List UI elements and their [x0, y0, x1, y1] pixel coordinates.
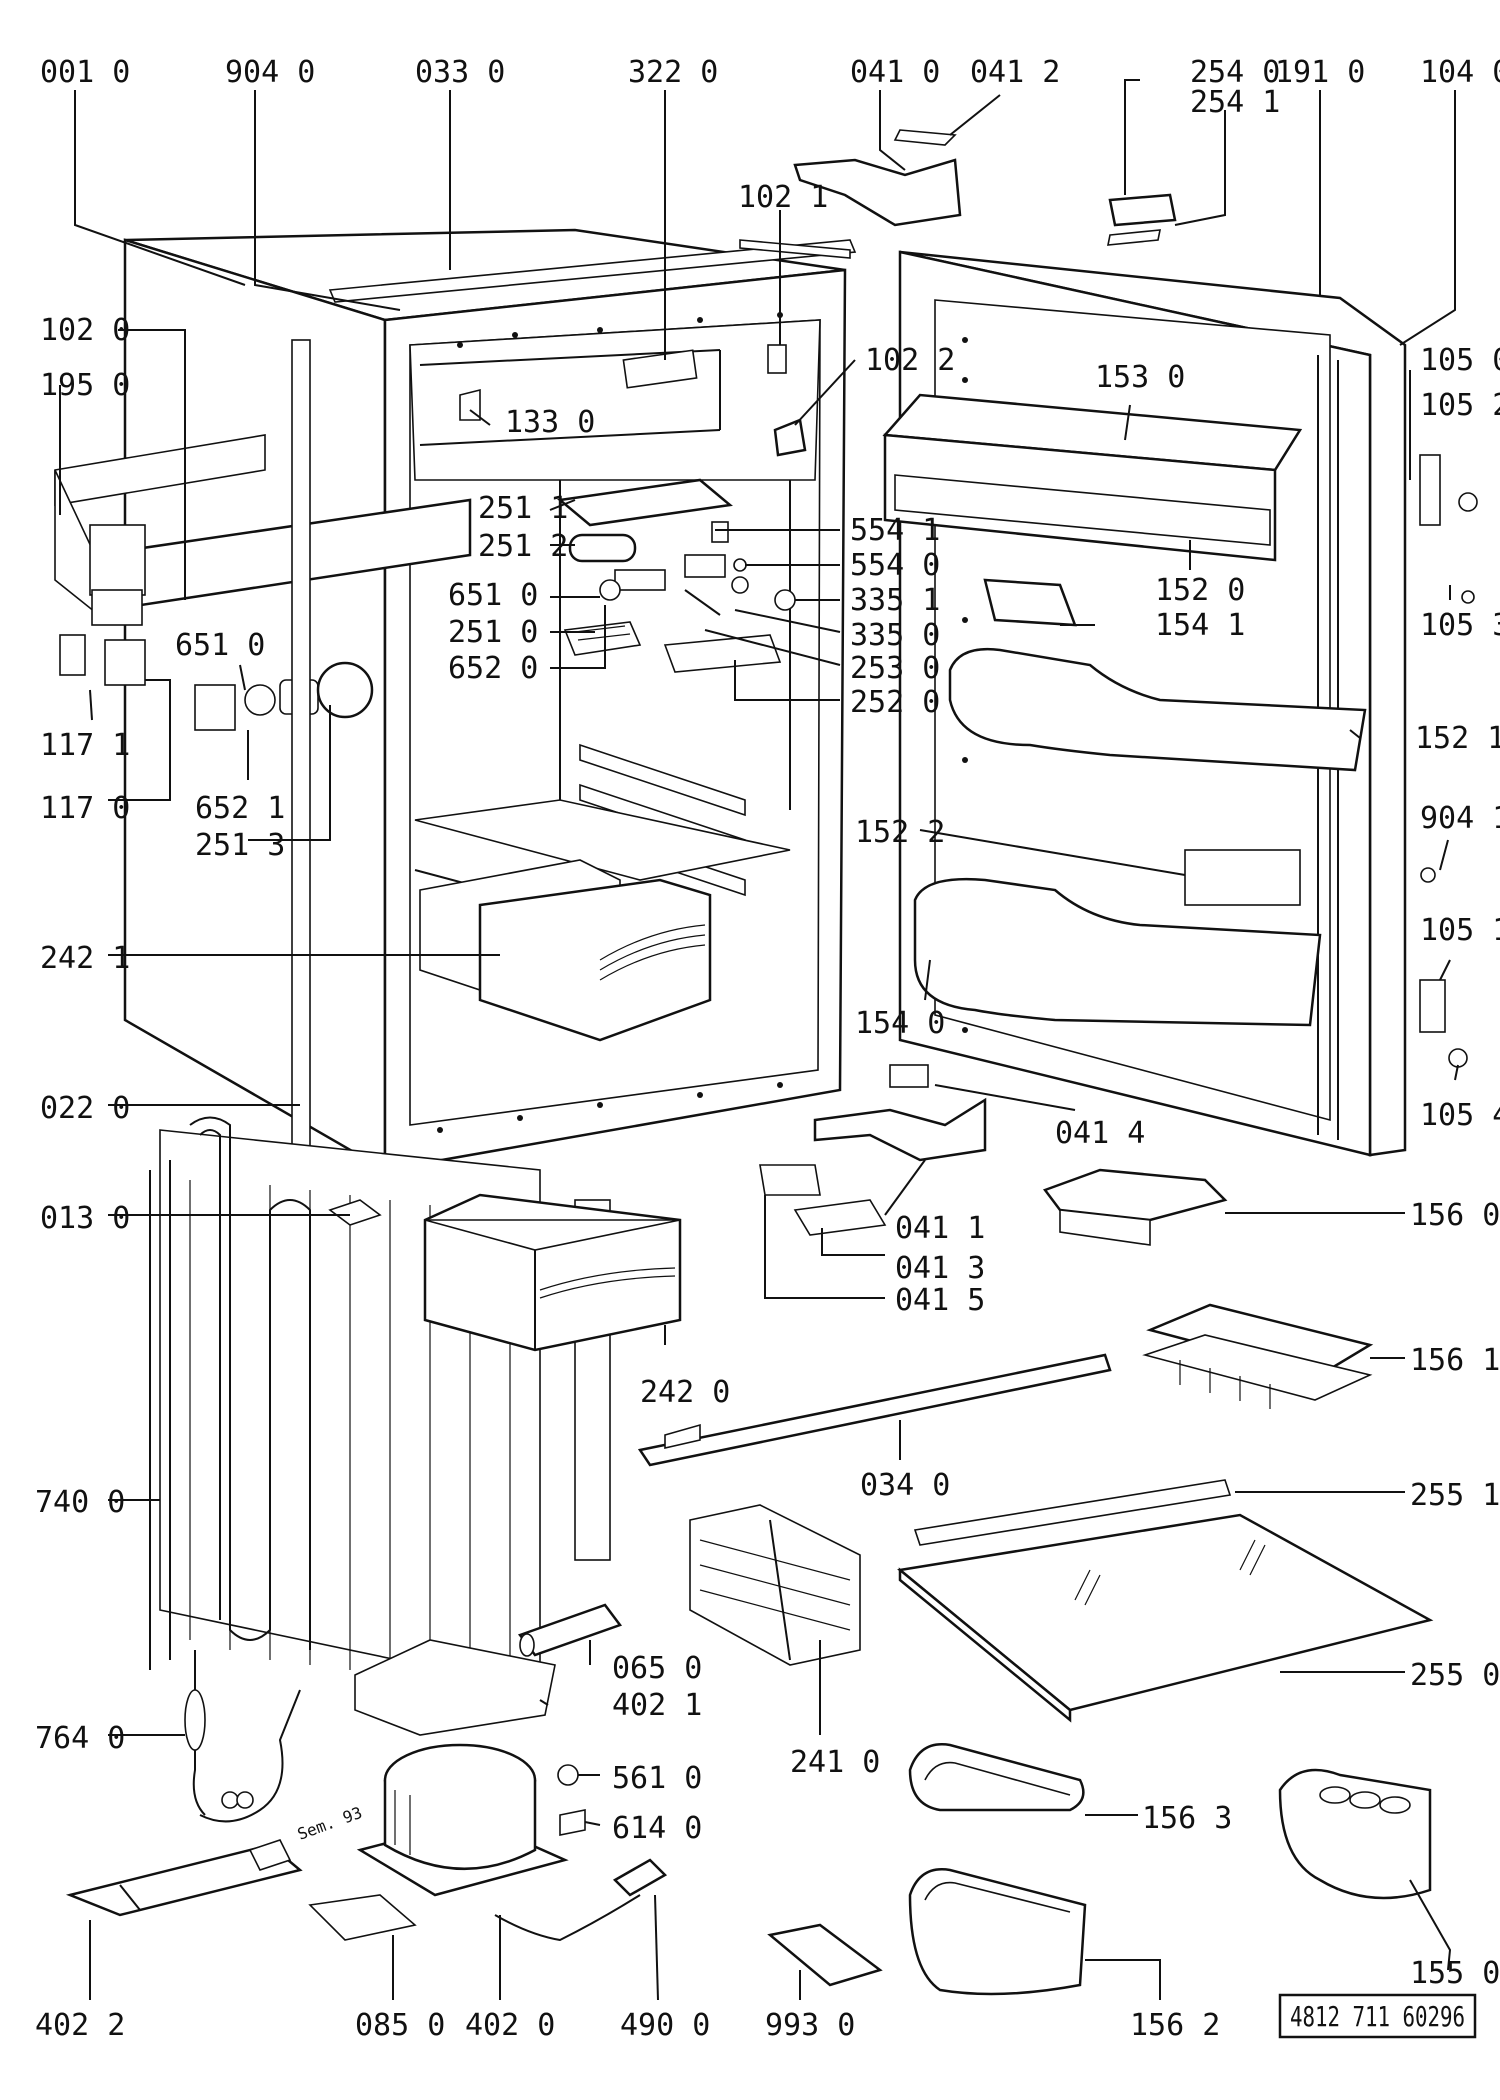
label-651-0-b: 651 0	[175, 628, 265, 663]
label-322-0: 322 0	[628, 55, 718, 90]
label-402-0: 402 0	[465, 2008, 555, 2043]
tube	[517, 1603, 623, 1657]
label-156-0: 156 0	[1410, 1198, 1500, 1233]
label-156-2: 156 2	[1130, 2008, 1220, 2043]
part-labels: 001 0 904 0 033 0 322 0 041 0 041 2 254 …	[35, 55, 1500, 2043]
leader-lines	[59, 79, 1459, 2001]
crisper-bin	[423, 1193, 682, 1352]
label-904-1: 904 1	[1420, 801, 1500, 836]
glass-shelf	[897, 1479, 1434, 1723]
label-065-0: 065 0	[612, 1651, 702, 1686]
label-154-1: 154 1	[1155, 608, 1245, 643]
hinge-parts	[759, 129, 1177, 1236]
compressor: Sem. 93	[295, 1639, 668, 1942]
reference-number: 4812 711 60296	[1290, 2000, 1465, 2033]
label-554-0: 554 0	[850, 548, 940, 583]
label-041-3: 041 3	[895, 1251, 985, 1286]
label-013-0: 013 0	[40, 1201, 130, 1236]
label-033-0: 033 0	[415, 55, 505, 90]
label-402-2: 402 2	[35, 2008, 125, 2043]
label-254-0: 254 0	[1190, 55, 1280, 90]
label-255-1: 255 1	[1410, 1478, 1500, 1513]
label-490-0: 490 0	[620, 2008, 710, 2043]
label-251-1: 251 1	[478, 491, 568, 526]
door-shelves	[882, 393, 1367, 1027]
ice-tray	[1142, 1303, 1374, 1409]
label-242-0: 242 0	[640, 1375, 730, 1410]
label-154-0: 154 0	[855, 1006, 945, 1041]
wire-basket	[689, 1504, 861, 1666]
label-614-0: 614 0	[612, 1811, 702, 1846]
bottom-bins	[767, 1743, 1432, 1996]
label-153-0: 153 0	[1095, 360, 1185, 395]
label-155-0: 155 0	[1410, 1956, 1500, 1991]
lamp-assembly	[557, 478, 796, 673]
label-554-1: 554 1	[850, 513, 940, 548]
label-152-0: 152 0	[1155, 573, 1245, 608]
label-740-0: 740 0	[35, 1485, 125, 1520]
label-085-0: 085 0	[355, 2008, 445, 2043]
label-041-2: 041 2	[970, 55, 1060, 90]
label-904-0: 904 0	[225, 55, 315, 90]
shelf-rail	[637, 1353, 1112, 1467]
label-152-1: 152 1	[1415, 721, 1500, 756]
label-104-0: 104 0	[1420, 55, 1500, 90]
label-156-1: 156 1	[1410, 1343, 1500, 1378]
label-102-1: 102 1	[738, 180, 828, 215]
left-small-parts	[59, 339, 374, 1161]
butter-tray	[1042, 1168, 1228, 1246]
label-253-0: 253 0	[850, 651, 940, 686]
compressor-stamp: Sem. 93	[295, 1803, 365, 1844]
label-105-4: 105 4	[1420, 1098, 1500, 1133]
label-041-4: 041 4	[1055, 1116, 1145, 1151]
label-041-5: 041 5	[895, 1283, 985, 1318]
label-105-3: 105 3	[1420, 608, 1500, 643]
label-102-0: 102 0	[40, 313, 130, 348]
label-022-0: 022 0	[40, 1091, 130, 1126]
label-191-0: 191 0	[1275, 55, 1365, 90]
label-117-0: 117 0	[40, 791, 130, 826]
label-255-0: 255 0	[1410, 1658, 1500, 1693]
label-156-3: 156 3	[1142, 1801, 1232, 1836]
label-651-0-a: 651 0	[448, 578, 538, 613]
label-402-1: 402 1	[612, 1688, 702, 1723]
label-117-1: 117 1	[40, 728, 130, 763]
label-764-0: 764 0	[35, 1721, 125, 1756]
label-152-2: 152 2	[855, 815, 945, 850]
label-041-0: 041 0	[850, 55, 940, 90]
label-105-1: 105 1	[1420, 913, 1500, 948]
label-252-0: 252 0	[850, 685, 940, 720]
label-251-3: 251 3	[195, 828, 285, 863]
label-335-0: 335 0	[850, 618, 940, 653]
label-242-1: 242 1	[40, 941, 130, 976]
label-105-0: 105 0	[1420, 343, 1500, 378]
freezer-parts	[459, 344, 807, 457]
label-335-1: 335 1	[850, 583, 940, 618]
drain-parts	[65, 1650, 303, 1917]
right-door-small-parts	[1419, 454, 1478, 1068]
control-panel-cover	[54, 434, 472, 626]
reference-number-box: 4812 711 60296	[1278, 1993, 1477, 2039]
label-133-0: 133 0	[505, 405, 595, 440]
label-652-1: 652 1	[195, 791, 285, 826]
label-254-1: 254 1	[1190, 85, 1280, 120]
label-195-0: 195 0	[40, 368, 130, 403]
label-001-0: 001 0	[40, 55, 130, 90]
label-102-2: 102 2	[865, 343, 955, 378]
label-561-0: 561 0	[612, 1761, 702, 1796]
label-241-0: 241 0	[790, 1745, 880, 1780]
label-034-0: 034 0	[860, 1468, 950, 1503]
label-251-0: 251 0	[448, 615, 538, 650]
label-041-1: 041 1	[895, 1211, 985, 1246]
label-993-0: 993 0	[765, 2008, 855, 2043]
label-251-2: 251 2	[478, 529, 568, 564]
label-652-0: 652 0	[448, 651, 538, 686]
label-105-2: 105 2	[1420, 388, 1500, 423]
